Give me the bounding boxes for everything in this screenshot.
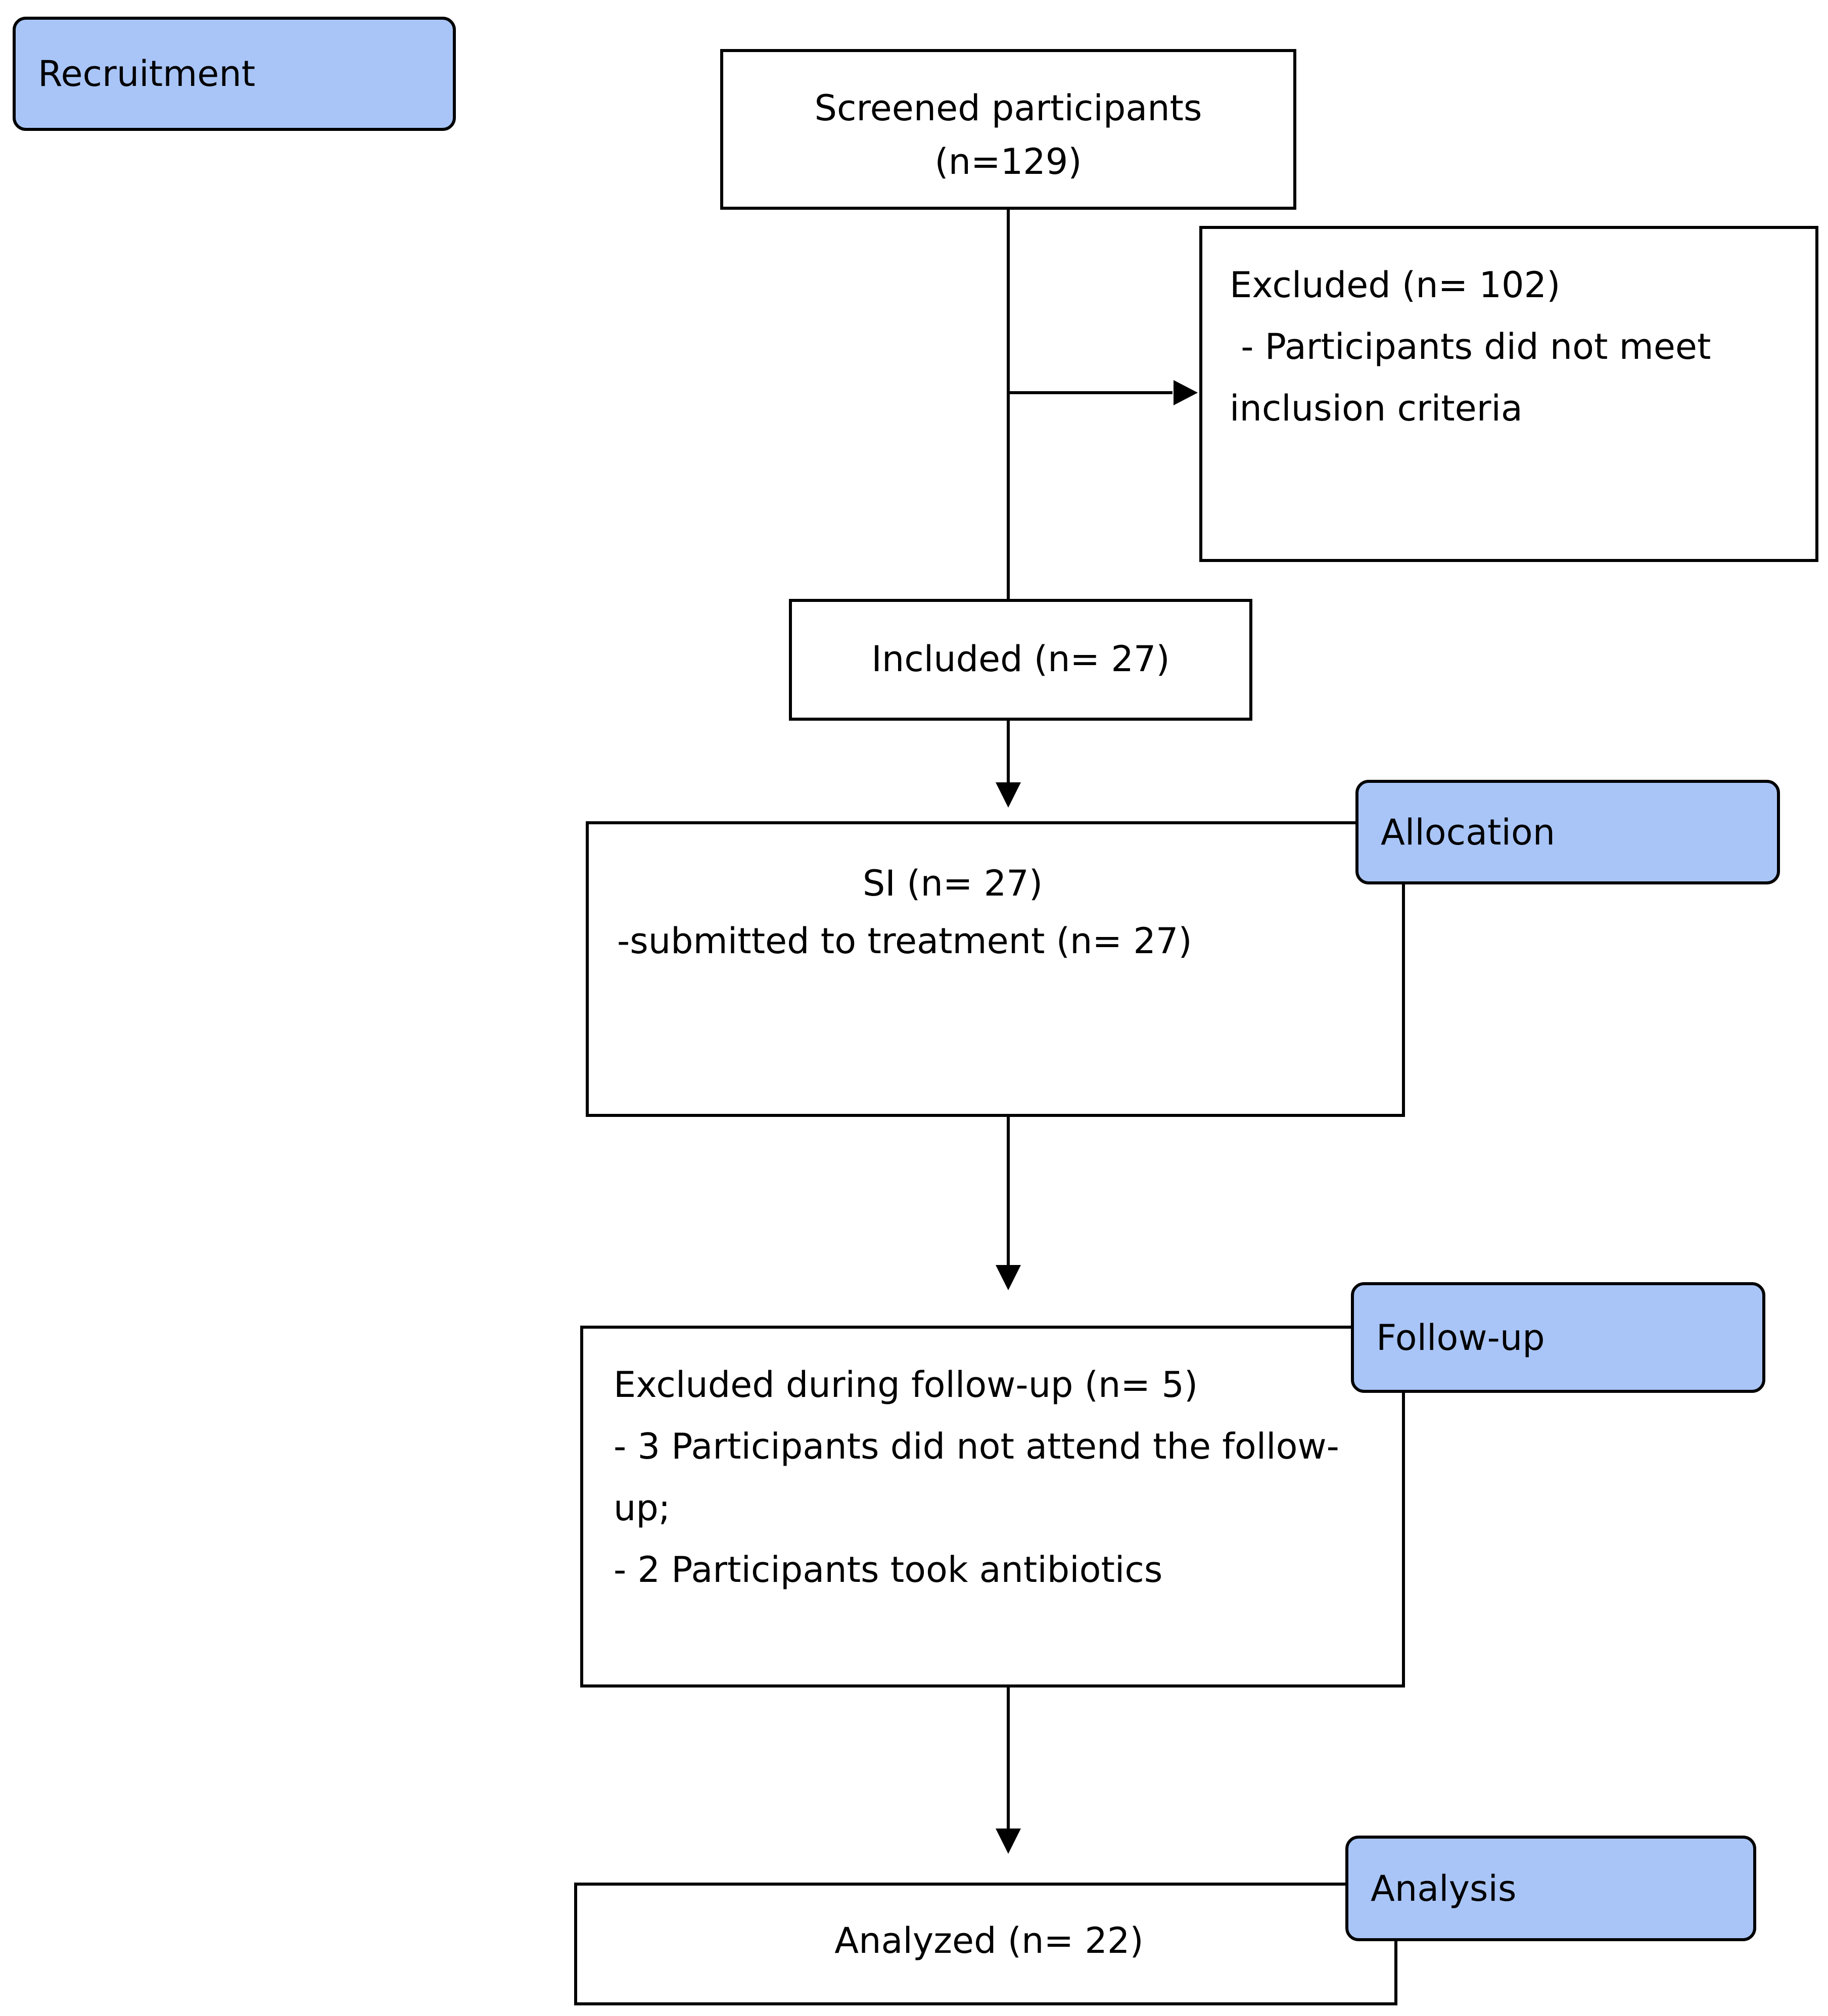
follow-up-reason-1: - 3 Participants did not attend the foll… [614, 1426, 1339, 1467]
included-box: Included (n= 27) [789, 599, 1252, 721]
phase-label-allocation-text: Allocation [1381, 811, 1556, 853]
allocation-treatment: -submitted to treatment (n= 27) [617, 920, 1192, 962]
phase-label-follow-up-text: Follow-up [1376, 1317, 1545, 1358]
follow-up-reason-1-continued: up; [614, 1487, 671, 1529]
screened-count: (n=129) [934, 141, 1082, 182]
arrow-follow-up-to-analyzed [996, 1687, 1021, 1854]
excluded-title: Excluded (n= 102) [1230, 264, 1561, 306]
analyzed-count: Analyzed (n= 22) [834, 1920, 1144, 1961]
phase-label-recruitment-text: Recruitment [38, 53, 256, 95]
arrow-allocation-to-follow-up [996, 1117, 1021, 1290]
allocation-box: SI (n= 27) -submitted to treatment (n= 2… [586, 821, 1405, 1117]
screened-title: Screened participants [814, 87, 1202, 129]
phase-label-analysis: Analysis [1345, 1836, 1756, 1941]
arrow-to-excluded [1008, 380, 1198, 405]
screened-participants-box: Screened participants (n=129) [720, 49, 1296, 210]
excluded-box: Excluded (n= 102) - Participants did not… [1199, 226, 1818, 562]
phase-label-allocation: Allocation [1355, 780, 1780, 884]
follow-up-reason-2: - 2 Participants took antibiotics [614, 1549, 1163, 1590]
phase-label-analysis-text: Analysis [1371, 1867, 1517, 1909]
excluded-reason-continued: inclusion criteria [1230, 388, 1523, 429]
follow-up-box: Excluded during follow-up (n= 5) - 3 Par… [580, 1326, 1405, 1687]
arrow-included-to-allocation [996, 721, 1021, 808]
analyzed-box: Analyzed (n= 22) [574, 1883, 1397, 2005]
follow-up-excluded: Excluded during follow-up (n= 5) [614, 1364, 1198, 1405]
phase-label-follow-up: Follow-up [1351, 1282, 1765, 1393]
phase-label-recruitment: Recruitment [13, 17, 456, 131]
included-count: Included (n= 27) [871, 638, 1170, 680]
allocation-group: SI (n= 27) [862, 863, 1043, 904]
excluded-reason: - Participants did not meet [1230, 326, 1711, 367]
